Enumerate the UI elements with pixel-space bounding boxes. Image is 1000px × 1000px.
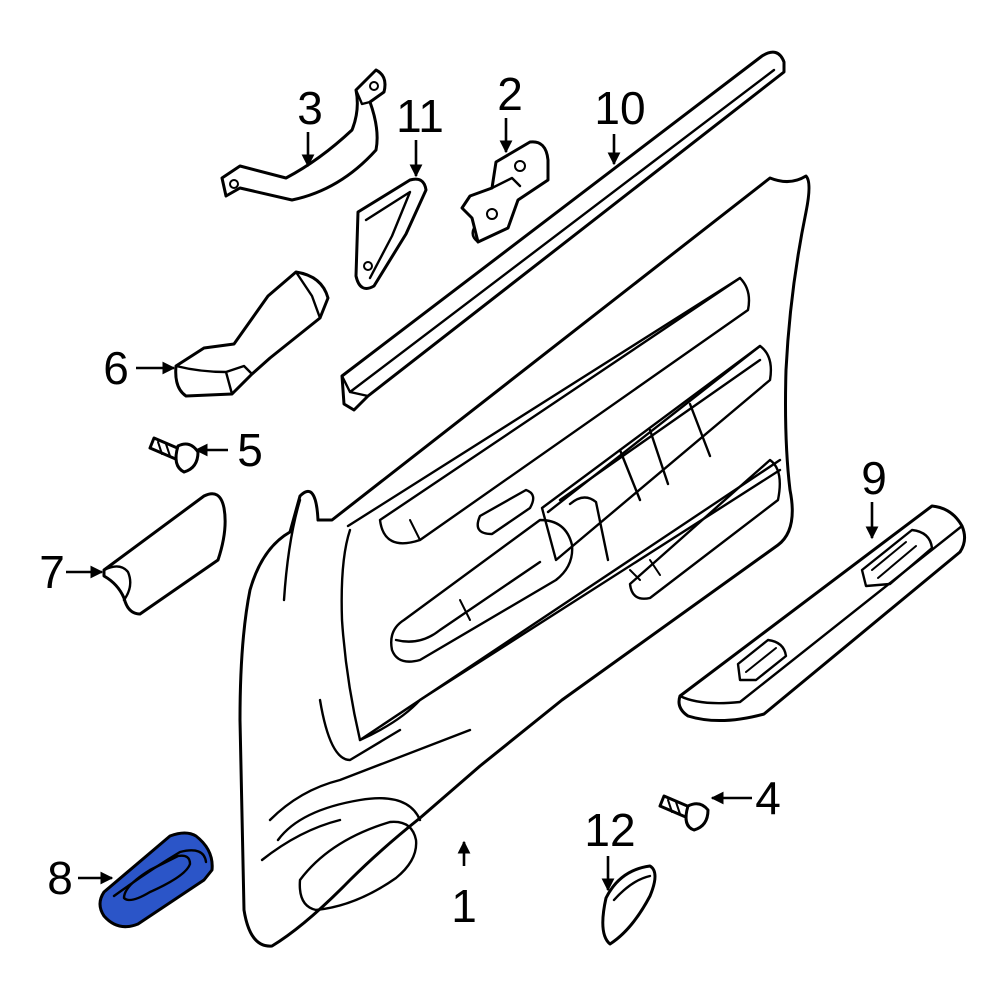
callout-1: 1 [451,880,477,932]
callout-9: 9 [861,452,887,504]
pull-handle[interactable] [174,270,330,398]
mounting-bracket-arm[interactable] [220,68,387,202]
callout-10: 10 [594,82,645,134]
upper-bracket[interactable] [460,140,550,244]
callout-11: 11 [396,90,444,142]
belt-molding-strip[interactable] [340,50,786,412]
switch-bezel-highlighted[interactable] [98,831,214,929]
callout-labels: 1 2 3 4 5 6 7 8 9 10 11 12 [39,68,887,932]
triangle-corner-cover[interactable] [354,177,428,290]
armrest-cover[interactable] [102,492,227,616]
callout-2: 2 [497,68,523,120]
armrest-switch-panel[interactable] [677,504,967,723]
leader-lines [66,118,879,892]
callout-6: 6 [103,342,129,394]
callout-7: 7 [39,546,65,598]
callout-5: 5 [237,424,263,476]
callout-3: 3 [297,82,323,134]
small-cap[interactable] [601,864,657,946]
callout-12: 12 [584,804,635,856]
screw-upper[interactable] [148,436,200,474]
screw-lower[interactable] [658,794,710,832]
callout-4: 4 [755,772,781,824]
callout-8: 8 [47,852,73,904]
door-trim-panel[interactable] [238,174,811,948]
